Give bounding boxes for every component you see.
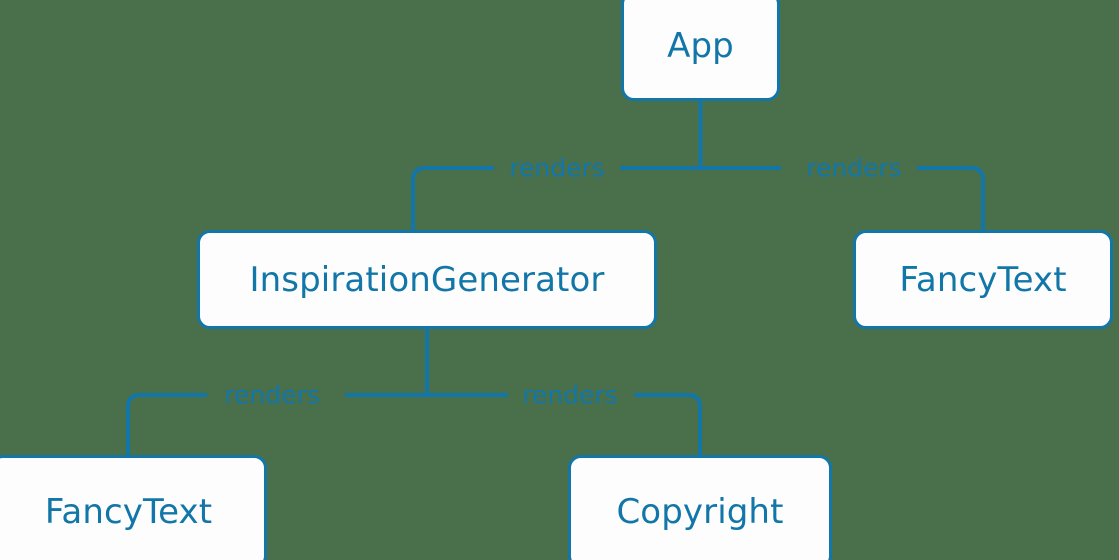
node-inspiration-generator[interactable]: InspirationGenerator: [197, 230, 657, 329]
node-fancy-text-right[interactable]: FancyText: [853, 230, 1113, 329]
node-fancy-text-right-label: FancyText: [899, 259, 1067, 300]
edge-app-to-fancytext-arm-outer: [917, 166, 985, 230]
node-copyright[interactable]: Copyright: [568, 455, 832, 560]
node-fancy-text-left-label: FancyText: [44, 492, 213, 532]
edge-label-app-to-fancy-text: renders: [806, 153, 902, 183]
edge-label-app-to-inspiration: renders: [509, 153, 605, 183]
edge-label-inspiration-to-copyright: renders: [522, 380, 618, 410]
node-app[interactable]: App: [621, 0, 780, 101]
edge-label-inspiration-to-fancy-text: renders: [224, 380, 320, 410]
edge-app-to-inspiration-arm-outer: [411, 166, 494, 230]
node-copyright-label: Copyright: [616, 492, 784, 532]
node-fancy-text-left[interactable]: FancyText: [0, 455, 267, 560]
node-inspiration-generator-label: InspirationGenerator: [249, 259, 605, 300]
edge-inspiration-to-copyright-arm-outer: [634, 393, 702, 455]
node-app-label: App: [667, 26, 734, 66]
edge-inspiration-to-fancytext-arm-outer: [126, 393, 207, 455]
